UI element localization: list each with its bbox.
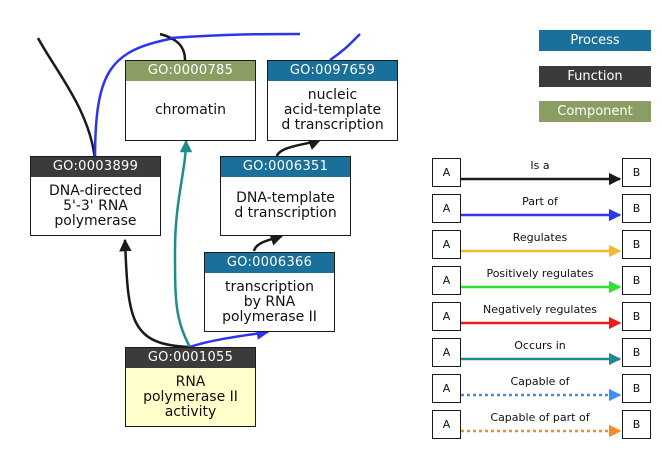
node-id-label: GO:0003899 xyxy=(31,157,160,177)
legend-relation-label: Occurs in xyxy=(514,339,566,352)
legend-source-box: A xyxy=(432,230,461,259)
node-go-0003899[interactable]: GO:0003899 DNA-directed 5'-3' RNA polyme… xyxy=(30,156,161,236)
node-term-label: transcription by RNA polymerase II xyxy=(222,278,317,325)
node-id-label: GO:0006351 xyxy=(221,157,350,177)
legend-target-box: B xyxy=(622,230,651,259)
edge-partof-1055-6366 xyxy=(189,327,270,349)
legend-source-box: A xyxy=(432,266,461,295)
legend-target-box: B xyxy=(622,410,651,439)
node-term-label: DNA-template d transcription xyxy=(234,190,337,221)
node-go-0097659[interactable]: GO:0097659 nucleic acid-template d trans… xyxy=(267,60,398,141)
node-term-label: DNA-directed 5'-3' RNA polymerase xyxy=(48,182,143,229)
legend-relation-label: Is a xyxy=(530,159,550,172)
legend-function: Function xyxy=(539,66,651,87)
legend-source-box: A xyxy=(432,302,461,331)
edge-black-785-up xyxy=(159,32,187,61)
legend-target-box: B xyxy=(622,158,651,187)
node-go-0006366[interactable]: GO:0006366 transcription by RNA polymera… xyxy=(204,252,335,332)
node-id-label: GO:0097659 xyxy=(268,61,397,81)
node-id-label: GO:0001055 xyxy=(126,348,255,368)
edge-isa-1055-3899 xyxy=(119,238,191,349)
legend-relation-label: Capable of part of xyxy=(490,411,590,424)
node-go-0000785[interactable]: GO:0000785 chromatin xyxy=(125,60,256,141)
edge-isa-6351-97659 xyxy=(275,138,322,157)
legend-target-box: B xyxy=(622,266,651,295)
node-go-0006351[interactable]: GO:0006351 DNA-template d transcription xyxy=(220,156,351,236)
edge-partof-3899-up xyxy=(93,36,176,161)
legend-source-box: A xyxy=(432,338,461,367)
node-go-0001055[interactable]: GO:0001055 RNA polymerase II activity xyxy=(125,347,256,427)
edge-partof-97659-up xyxy=(329,33,361,62)
legend-relation-label: Part of xyxy=(522,195,558,208)
node-id-label: GO:0006366 xyxy=(205,253,334,273)
legend-relation-label: Capable of xyxy=(510,375,570,388)
legend-target-box: B xyxy=(622,338,651,367)
legend-source-box: A xyxy=(432,194,461,223)
legend-component: Component xyxy=(539,101,651,122)
node-term-label: RNA polymerase II activity xyxy=(143,373,238,420)
node-term-label: chromatin xyxy=(154,102,227,118)
node-term-label: nucleic acid-template d transcription xyxy=(281,87,384,133)
legend-relation-label: Positively regulates xyxy=(486,267,594,280)
legend-source-box: A xyxy=(432,158,461,187)
legend-process: Process xyxy=(539,30,651,51)
legend-source-box: A xyxy=(432,410,461,439)
edge-occursin-1055-785 xyxy=(173,139,193,348)
edge-partof-785-up xyxy=(169,32,301,40)
legend-relation-label: Negatively regulates xyxy=(482,303,598,316)
legend-target-box: B xyxy=(622,302,651,331)
edge-isa-3899-up xyxy=(36,37,97,161)
legend-source-box: A xyxy=(432,374,461,403)
legend-target-box: B xyxy=(622,194,651,223)
edge-isa-6366-6351 xyxy=(252,233,284,252)
node-id-label: GO:0000785 xyxy=(126,61,255,81)
legend-target-box: B xyxy=(622,374,651,403)
legend-relation-label: Regulates xyxy=(512,231,568,244)
